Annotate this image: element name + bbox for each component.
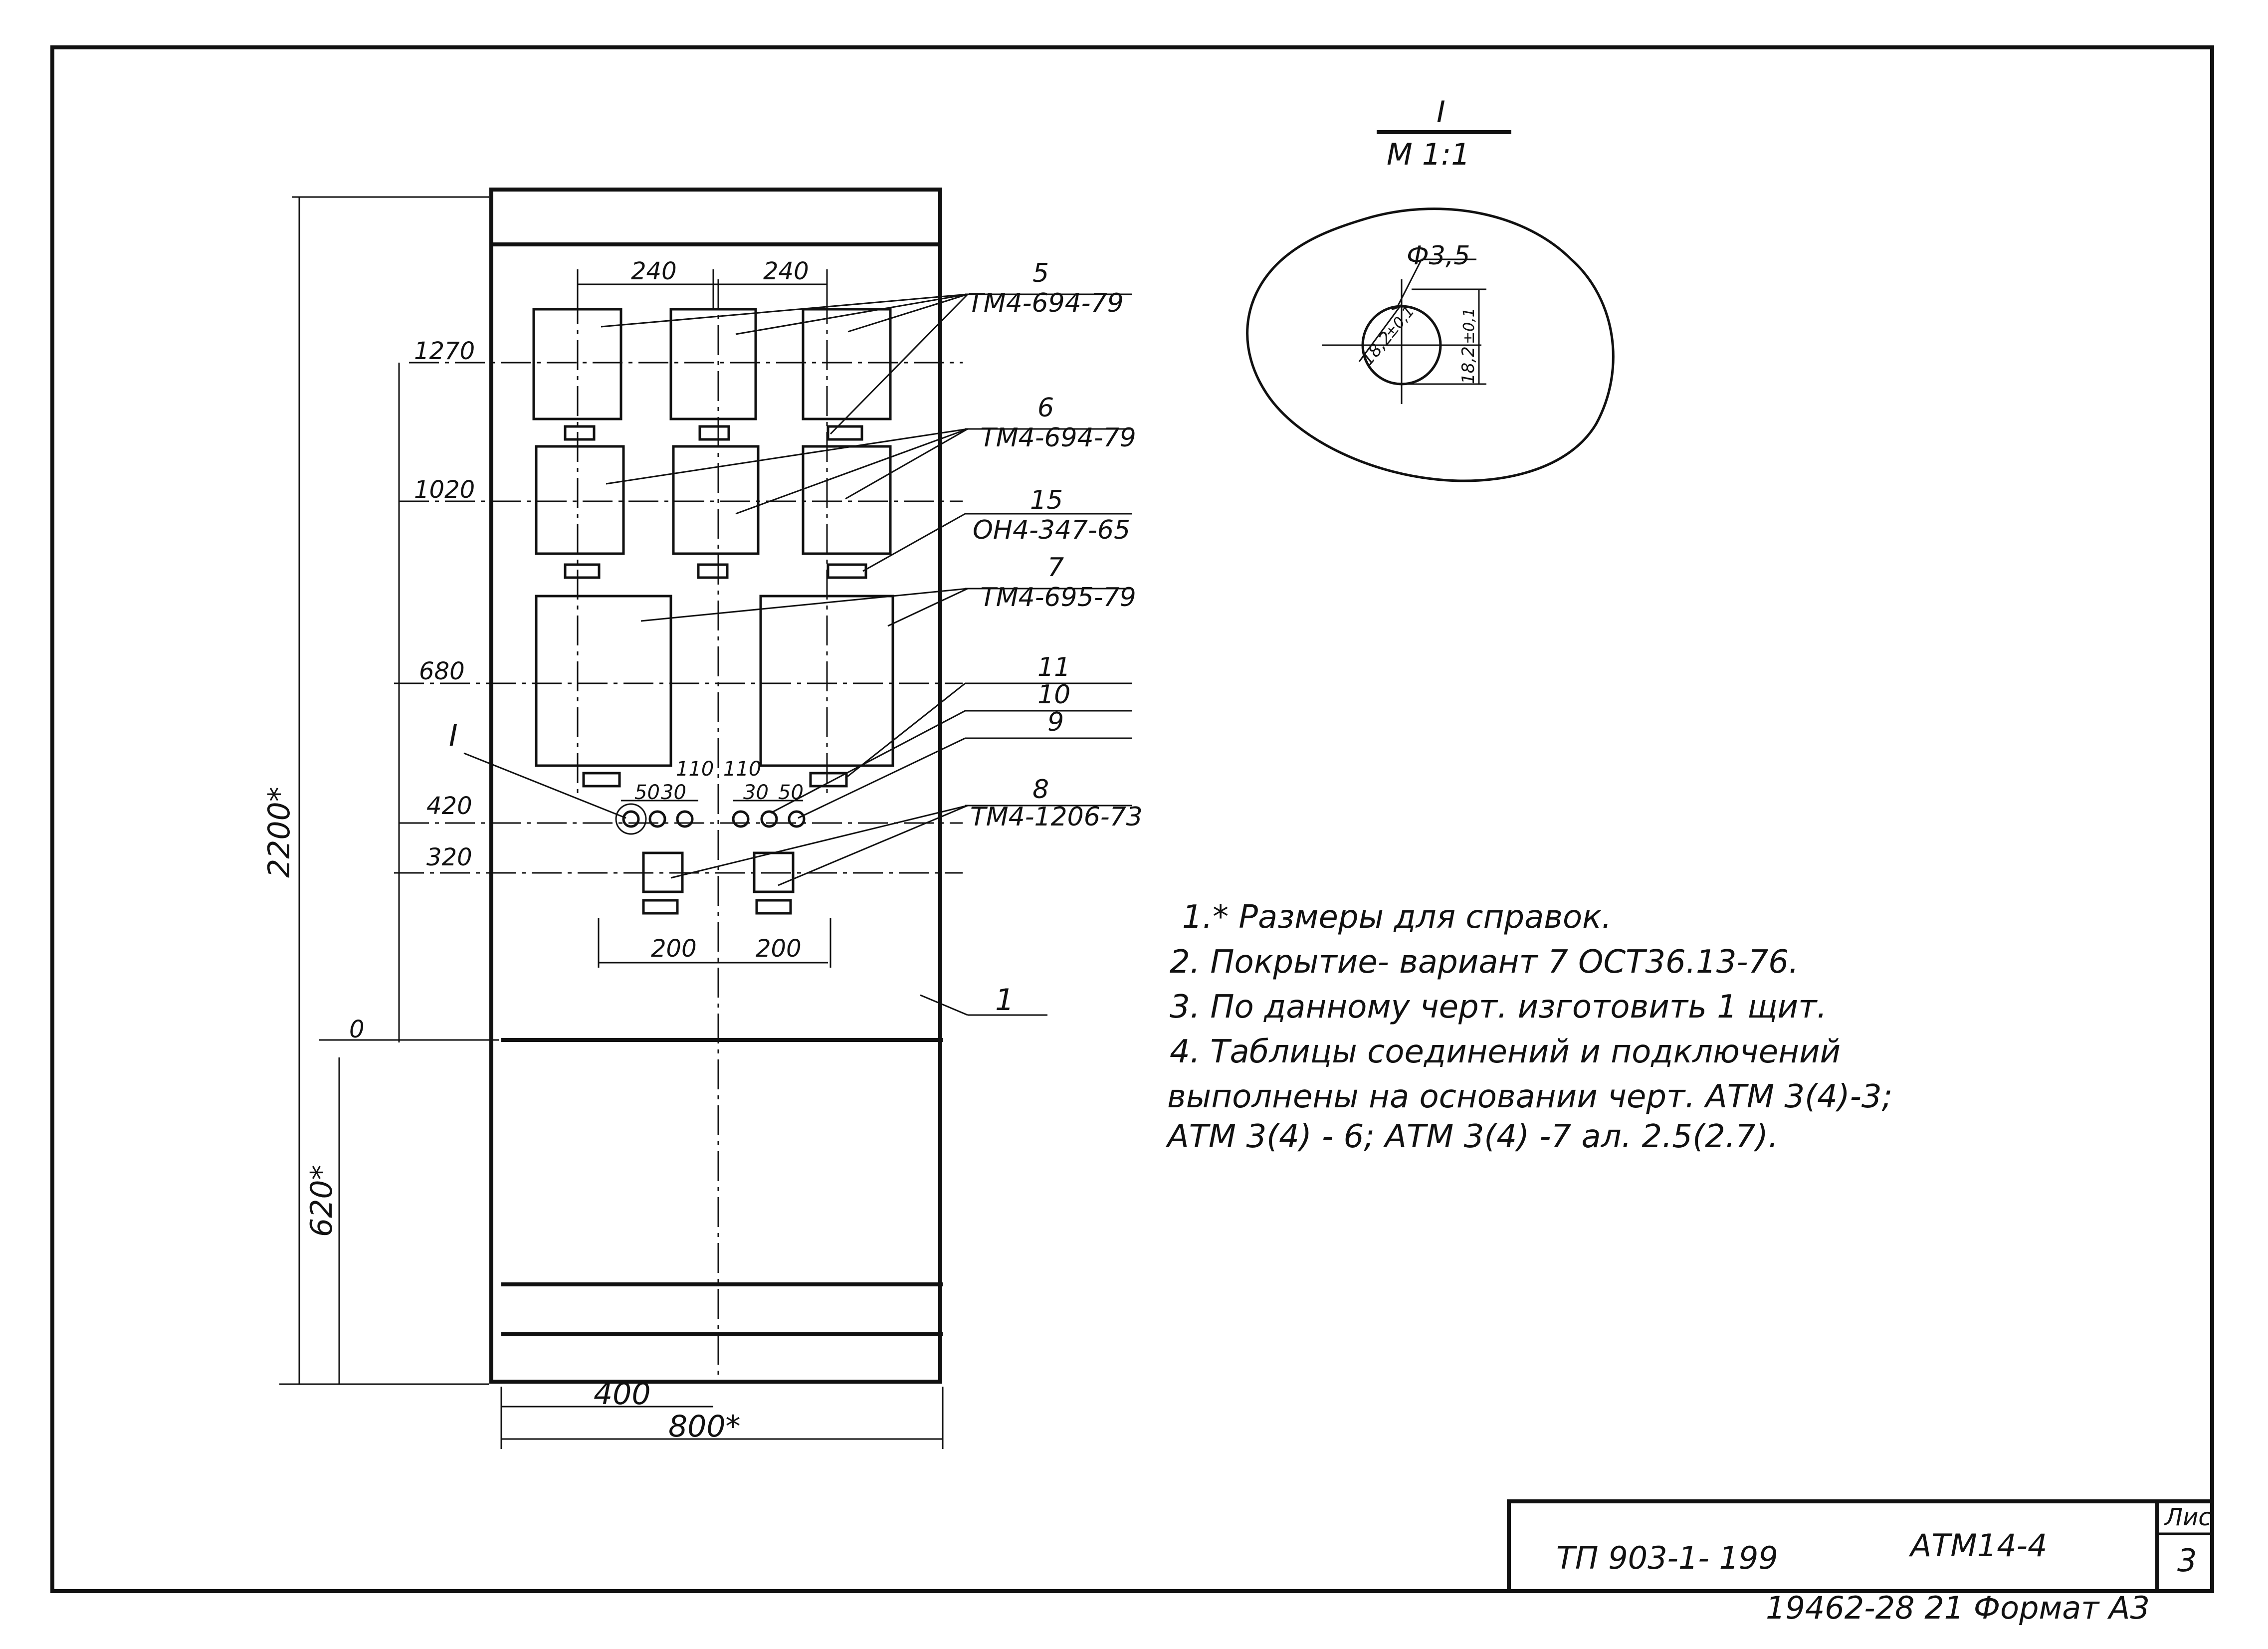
note-2: 2. Покрытие- вариант 7 ОСТ36.13-76. xyxy=(1170,944,1799,981)
detail-texts: I М 1:1 Ф3,5 18,2 ±0,1 18,2 ±0,1 xyxy=(1357,95,1478,384)
callout-15-ref: ОН4-347-65 xyxy=(973,515,1130,545)
spacing-bottom-1: 200 xyxy=(651,935,697,963)
notes: 1.* Размеры для справок. 2. Покрытие- ва… xyxy=(1165,899,1892,1155)
title-block xyxy=(1507,1499,2214,1593)
detail-view xyxy=(1246,130,1615,482)
spacing-top-2: 240 xyxy=(763,257,809,285)
device-7b xyxy=(759,595,894,767)
level-680: 680 xyxy=(419,657,465,685)
note-6: АТМ 3(4) - 6; АТМ 3(4) -7 ал. 2.5(2.7). xyxy=(1165,1118,1778,1155)
callout-7-ref: ТМ4-695-79 xyxy=(980,583,1136,613)
detail-diameter: Ф3,5 xyxy=(1407,241,1470,271)
leader-lines xyxy=(463,293,1132,1016)
detail-dim-3: 18,2 xyxy=(1458,346,1478,384)
callout-6-num: 6 xyxy=(1037,393,1054,423)
callout-8-ref: ТМ4-1206-73 xyxy=(970,802,1143,832)
detail-label: I xyxy=(1437,95,1445,130)
device-7a xyxy=(535,595,672,767)
device-6a xyxy=(535,445,625,555)
note-5: выполнены на основании черт. АТМ 3(4)-3; xyxy=(1167,1078,1892,1115)
hole-spacing-r2: 50 xyxy=(778,781,804,804)
device-row-3 xyxy=(535,595,894,788)
width-total: 800* xyxy=(668,1409,741,1444)
device-5b xyxy=(669,308,757,420)
device-5c xyxy=(802,308,892,420)
level-0: 0 xyxy=(349,1016,365,1043)
height-base: 620* xyxy=(304,1165,339,1237)
callout-7-num: 7 xyxy=(1047,553,1064,583)
callout-8-num: 8 xyxy=(1032,775,1049,805)
dimension-lines xyxy=(279,196,944,1449)
hole-spacing-l2: 30 xyxy=(661,781,686,804)
dimension-texts: 2200* 620* 800* 400 240 240 200 200 1270… xyxy=(262,257,809,1444)
drawing-code: АТМ14-4 xyxy=(1908,1527,2048,1564)
callout-5-num: 5 xyxy=(1032,258,1049,288)
panel-outline xyxy=(489,188,943,1384)
switch-holes xyxy=(615,803,806,835)
level-320: 320 xyxy=(426,843,472,871)
hole-spacing-r1: 30 xyxy=(743,781,769,804)
callout-1-num: 1 xyxy=(995,983,1014,1018)
format-footer: 19462-28 21 Формат А3 xyxy=(1766,1590,2150,1626)
callout-6-ref: ТМ4-694-79 xyxy=(980,423,1136,453)
device-6b xyxy=(672,445,760,555)
hole-spacing-l1: 50 xyxy=(634,781,660,804)
project-code: ТП 903-1- 199 xyxy=(1556,1540,1778,1576)
callout-9-num: 9 xyxy=(1047,707,1064,737)
callout-15-num: 15 xyxy=(1030,485,1063,515)
device-6c xyxy=(802,445,892,555)
device-8a xyxy=(642,851,684,893)
device-row-2 xyxy=(535,445,892,579)
device-row-1 xyxy=(532,294,892,798)
hole-offset-2: 110 xyxy=(723,758,761,781)
level-1020: 1020 xyxy=(414,476,475,504)
sheet-label: Лис xyxy=(2164,1503,2212,1531)
note-1: 1.* Размеры для справок. xyxy=(1182,899,1612,936)
note-3: 3. По данному черт. изготовить 1 щит. xyxy=(1170,989,1827,1026)
callout-5-ref: ТМ4-694-79 xyxy=(968,288,1124,318)
callout-11-num: 11 xyxy=(1037,652,1070,682)
callout-10-num: 10 xyxy=(1037,680,1070,710)
sheet-number: 3 xyxy=(2177,1542,2197,1579)
note-4: 4. Таблицы соединений и подключений xyxy=(1170,1033,1841,1070)
detail-dim-4: ±0,1 xyxy=(1460,308,1478,344)
level-1270: 1270 xyxy=(414,337,475,365)
sheet-frame xyxy=(50,45,2214,1593)
callout-texts: 5 ТМ4-694-79 6 ТМ4-694-79 15 ОН4-347-65 … xyxy=(449,258,1143,1018)
hole-offset-1: 110 xyxy=(676,758,714,781)
detail-scale: М 1:1 xyxy=(1387,137,1470,172)
section-mark: I xyxy=(449,718,458,753)
level-axes xyxy=(319,362,963,1041)
spacing-bottom-2: 200 xyxy=(756,935,802,963)
spacing-top-1: 240 xyxy=(631,257,677,285)
width-half: 400 xyxy=(594,1377,651,1412)
level-420: 420 xyxy=(426,792,472,820)
title-block-texts: ТП 903-1- 199 АТМ14-4 Лис 3 19462-28 21 … xyxy=(1556,1503,2212,1626)
height-total: 2200* xyxy=(262,787,297,878)
